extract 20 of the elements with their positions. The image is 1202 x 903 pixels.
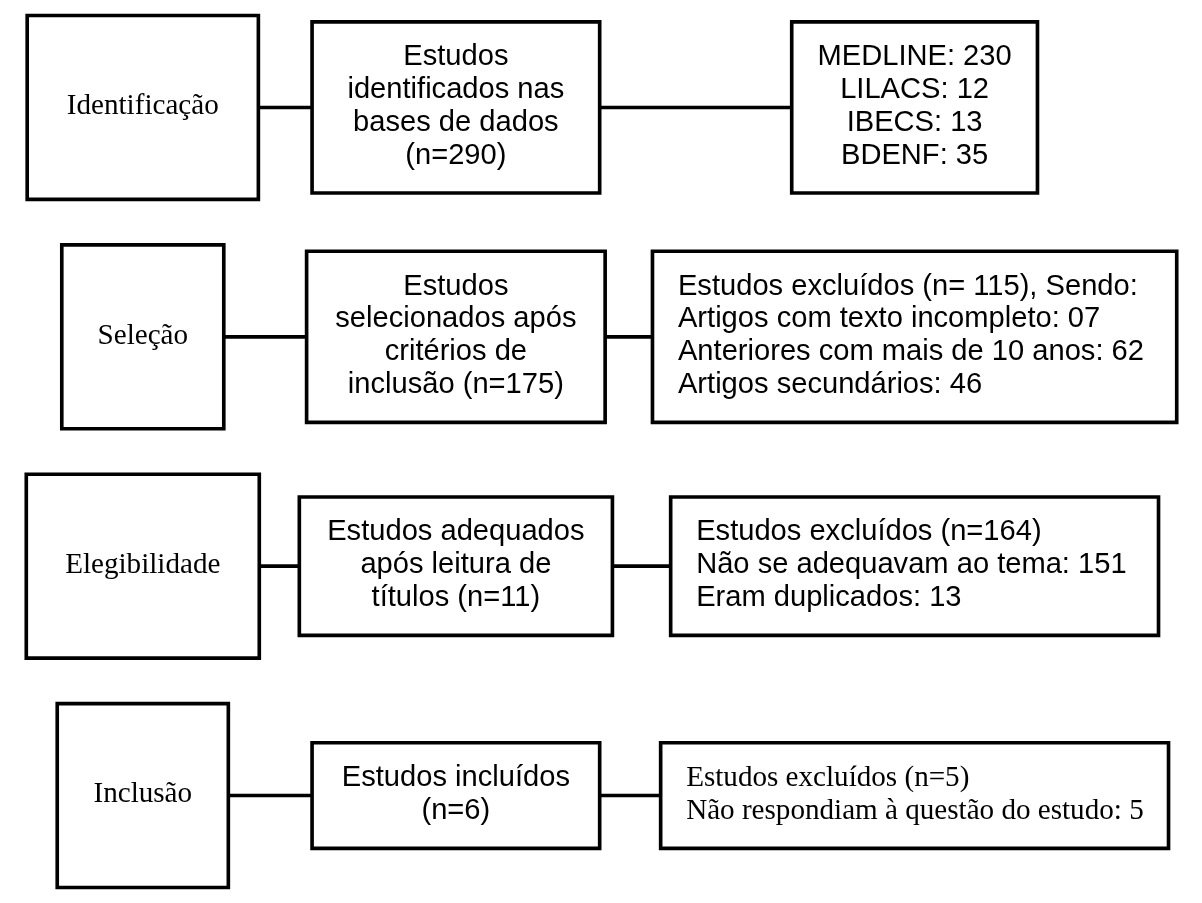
connector [228, 793, 311, 798]
node-box: Estudos adequados após leitura de títulos (n=11) [297, 495, 614, 638]
node-box: Estudos selecionados após critérios de inclusão (n=175) [304, 249, 607, 425]
connector [599, 793, 660, 798]
connector [258, 105, 312, 110]
connector [223, 335, 306, 339]
node-box: Seleção [59, 243, 226, 431]
connector [604, 335, 652, 339]
node-box: MEDLINE: 230 LILACS: 12 IBECS: 13 BDENF: 35 [789, 20, 1039, 195]
connector [599, 105, 791, 110]
node-box: Estudos excluídos (n= 115), Sendo: Artigos com texto incompleto: 07 Anteriores com mais de 10 anos: 62 Artigos secundários: 46 [650, 249, 1179, 425]
connector [258, 564, 299, 568]
node-box: Estudos incluídos (n=6) [309, 740, 601, 851]
node-box: Inclusão [54, 701, 230, 890]
node-box: Estudos excluídos (n=5) Não respondiam à questão do estudo: 5 [658, 740, 1170, 851]
node-box: Estudos identificados nas bases de dados (n=290) [309, 20, 601, 195]
node-box: Estudos excluídos (n=164) Não se adequavam ao tema: 151 Eram duplicados: 13 [668, 495, 1160, 638]
node-box: Identificação [24, 13, 260, 202]
connector [611, 564, 670, 568]
node-box: Elegibilidade [23, 472, 261, 660]
